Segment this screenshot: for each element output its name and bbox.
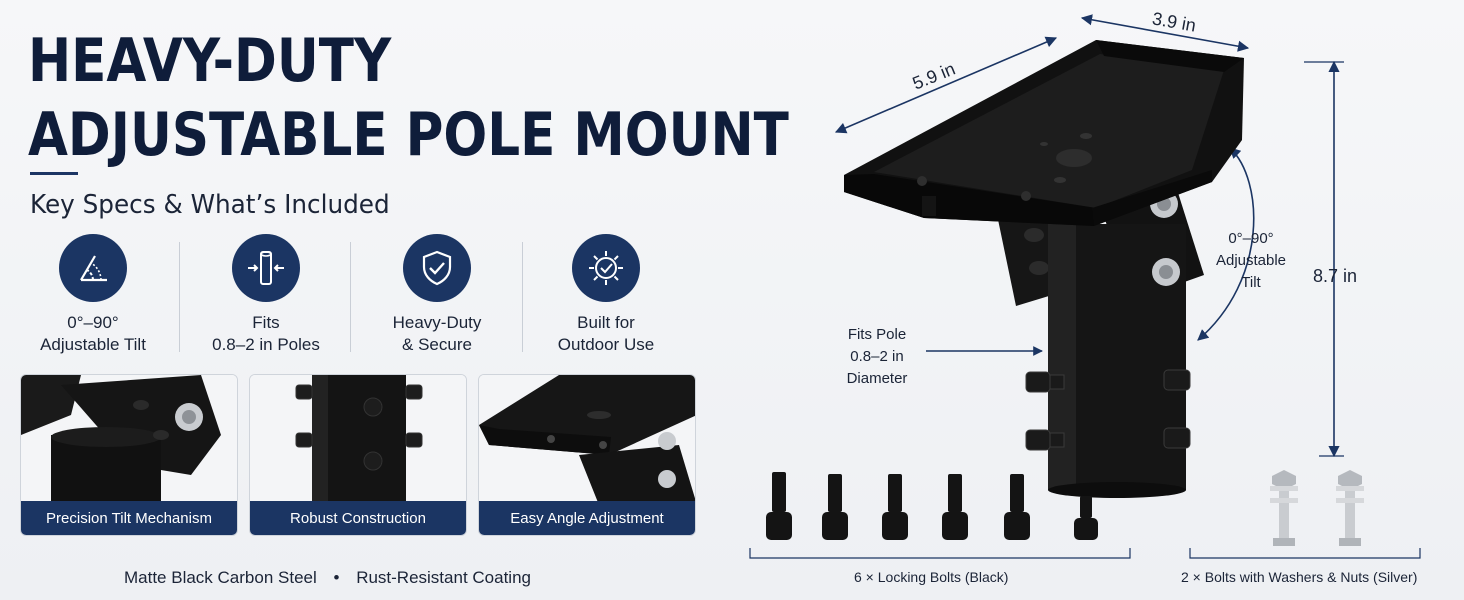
feature-tilt-line-1: 0°–90° [67, 313, 119, 332]
feature-outdoor-line-1: Built for [577, 313, 635, 332]
feature-pole-fit: Fits 0.8–2 in Poles [181, 234, 351, 356]
depth-dimension-line [1080, 14, 1250, 52]
angle-adjustment-photo [479, 375, 695, 505]
feature-heavy-line-2: & Secure [402, 335, 472, 354]
tilt-note-line-2: Adjustable [1215, 252, 1287, 269]
feature-outdoor: Built for Outdoor Use [521, 234, 691, 356]
locking-bolts-label: 6 × Locking Bolts (Black) [854, 569, 1009, 585]
silver-bolts-bracket [1189, 548, 1421, 559]
pole-note: Fits Pole 0.8–2 in Diameter [832, 324, 922, 390]
detail-card-tilt: Precision Tilt Mechanism [20, 374, 238, 536]
tilt-mechanism-photo [21, 375, 237, 505]
feature-divider [522, 242, 523, 352]
feature-pole-line-2: 0.8–2 in Poles [212, 335, 320, 354]
card-caption: Precision Tilt Mechanism [21, 501, 237, 535]
detail-card-construction: Robust Construction [249, 374, 467, 536]
pole-fit-icon [232, 234, 300, 302]
tilt-arc-arrow [1197, 147, 1255, 341]
height-dimension-label: 8.7 in [1313, 266, 1358, 286]
title-divider [30, 172, 78, 175]
card-caption: Robust Construction [250, 501, 466, 535]
pole-note-line-3: Diameter [846, 370, 908, 387]
title-line-1: HEAVY-DUTY [28, 26, 392, 96]
tilt-note-line-1: 0°–90° [1228, 230, 1274, 247]
section-subtitle: Key Specs & What’s Included [30, 190, 390, 220]
pole-note-line-1: Fits Pole [847, 326, 907, 343]
width-dimension-line [834, 36, 1058, 134]
feature-divider [179, 242, 180, 352]
construction-photo [250, 375, 466, 505]
feature-heavy-duty: Heavy-Duty & Secure [352, 234, 522, 356]
silver-bolts-set [1270, 470, 1364, 546]
feature-tilt-line-2: Adjustable Tilt [40, 335, 146, 354]
feature-pole-line-1: Fits [252, 313, 280, 332]
protractor-angle-icon [59, 234, 127, 302]
pole-note-line-2: 0.8–2 in [850, 348, 904, 365]
gear-check-icon [572, 234, 640, 302]
feature-divider [350, 242, 351, 352]
feature-outdoor-line-2: Outdoor Use [557, 335, 655, 354]
footer-separator: • [333, 568, 340, 587]
detail-card-angle: Easy Angle Adjustment [478, 374, 696, 536]
tilt-note: 0°–90° Adjustable Tilt [1206, 228, 1296, 294]
feature-heavy-line-1: Heavy-Duty [392, 313, 482, 332]
product-illustration [749, 14, 1421, 559]
material-footer: Matte Black Carbon Steel • Rust-Resistan… [124, 568, 531, 588]
tilt-note-line-3: Tilt [1241, 274, 1261, 291]
coating-text: Rust-Resistant Coating [356, 568, 531, 587]
card-caption: Easy Angle Adjustment [479, 501, 695, 535]
tray-center-hole [1056, 149, 1092, 167]
locking-bolts-bracket [749, 548, 1131, 559]
title-line-2: ADJUSTABLE POLE MOUNT [28, 100, 789, 170]
feature-tilt: 0°–90° Adjustable Tilt [8, 234, 178, 356]
locking-bolts-set [766, 472, 1098, 540]
page-title: HEAVY-DUTY ADJUSTABLE POLE MOUNT [28, 24, 789, 172]
shield-check-icon [403, 234, 471, 302]
material-text: Matte Black Carbon Steel [124, 568, 317, 587]
silver-bolts-label: 2 × Bolts with Washers & Nuts (Silver) [1181, 569, 1418, 585]
